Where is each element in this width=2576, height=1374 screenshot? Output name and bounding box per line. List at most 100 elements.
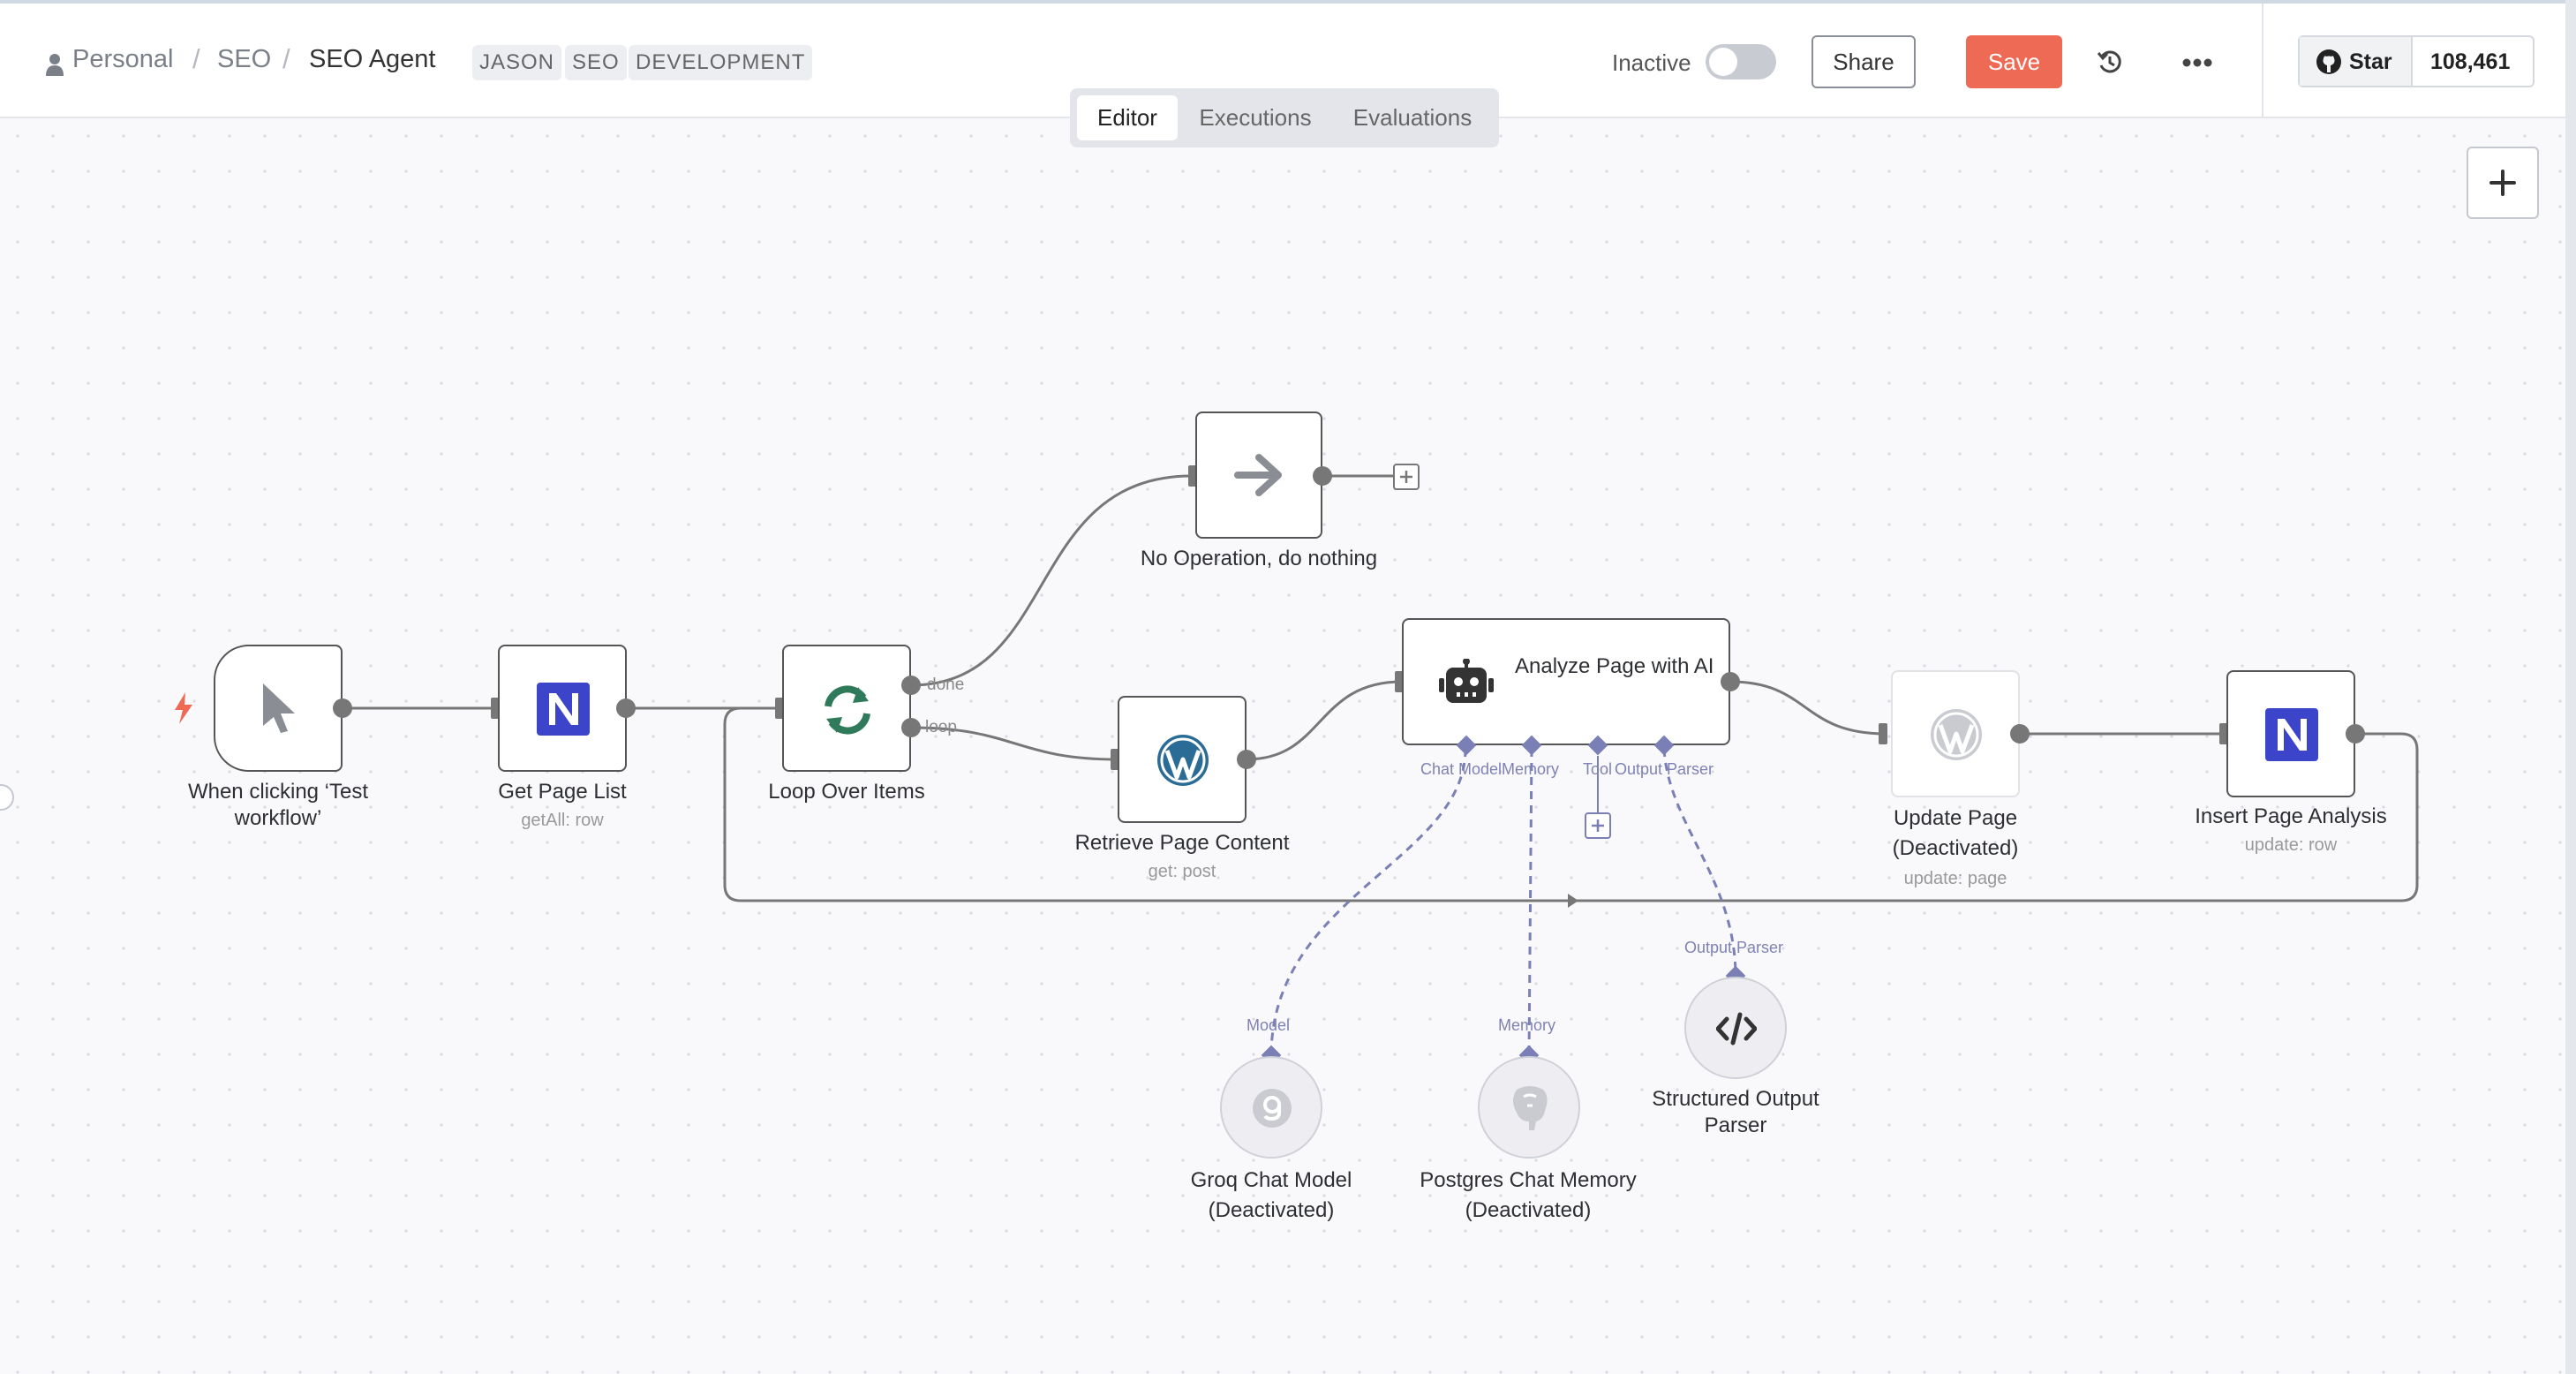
node-loop-over-items[interactable] xyxy=(782,645,911,772)
tab-executions[interactable]: Executions xyxy=(1199,104,1312,131)
loop-done-label: done xyxy=(927,676,965,694)
more-options-icon[interactable] xyxy=(2182,58,2212,67)
postgres-port-label: Memory xyxy=(1498,1016,1556,1034)
noop-input-port[interactable] xyxy=(1188,465,1197,487)
node-groq-chat-model[interactable] xyxy=(1220,1056,1322,1159)
connection-loop-retrieve xyxy=(910,726,1119,761)
update-input-port[interactable] xyxy=(1879,723,1887,744)
github-star-label: Star xyxy=(2349,49,2392,74)
node-update-label: Update Page (Deactivated) xyxy=(1892,806,2019,860)
loop-done-port[interactable] xyxy=(901,676,921,695)
node-analyze-label: Analyze Page with AI xyxy=(1515,654,1714,678)
trigger-output-port[interactable] xyxy=(333,698,352,718)
node-insert-page-analysis[interactable] xyxy=(2226,670,2355,797)
history-icon[interactable] xyxy=(2096,48,2124,76)
groq-icon xyxy=(1252,1088,1292,1129)
active-toggle[interactable] xyxy=(1706,44,1776,79)
node-get-page-list-label: Get Page List xyxy=(498,780,627,804)
github-icon xyxy=(2316,49,2342,75)
trigger-bolt-icon xyxy=(173,692,194,724)
tab-evaluations[interactable]: Evaluations xyxy=(1352,104,1473,131)
node-retrieve-label: Retrieve Page Content xyxy=(1074,831,1290,855)
node-no-operation-label: No Operation, do nothing xyxy=(1140,547,1378,570)
loop-icon xyxy=(819,682,876,738)
getlist-output-port[interactable] xyxy=(616,698,636,718)
loopback-arrow xyxy=(1568,894,1578,908)
breadcrumb-personal[interactable]: Personal xyxy=(72,45,174,73)
github-star-count: 108,461 xyxy=(2430,49,2511,74)
analyze-output-port[interactable] xyxy=(1721,672,1740,691)
breadcrumb-folder[interactable]: SEO xyxy=(217,45,272,73)
insert-input-port[interactable] xyxy=(2219,723,2228,744)
loop-loop-port[interactable] xyxy=(901,718,921,737)
node-postgres-label: Postgres Chat Memory (Deactivated) xyxy=(1420,1168,1637,1222)
tag-seo[interactable]: SEO xyxy=(565,45,627,80)
save-button-label: Save xyxy=(1987,49,2041,75)
noop-add-node-button[interactable] xyxy=(1393,464,1420,490)
share-button[interactable]: Share xyxy=(1811,35,1916,88)
notion-icon xyxy=(2265,708,2318,761)
node-retrieve-subtitle: get: post xyxy=(1148,862,1216,881)
right-scrollbar[interactable] xyxy=(2565,0,2576,1374)
loop-loop-label: loop xyxy=(925,718,957,736)
tag-development[interactable]: DEVELOPMENT xyxy=(629,45,813,80)
tab-editor[interactable]: Editor xyxy=(1077,95,1178,140)
node-analyze-page-ai[interactable]: Analyze Page with AI xyxy=(1402,618,1730,745)
node-update-subtitle: update: page xyxy=(1903,869,2007,888)
active-status-label: Inactive xyxy=(1612,49,1691,76)
wordpress-icon xyxy=(1156,733,1210,788)
node-trigger[interactable] xyxy=(214,645,343,772)
connection-loop-done-noop xyxy=(910,474,1193,687)
plus-icon xyxy=(1592,819,1604,832)
analyze-input-port[interactable] xyxy=(1395,671,1404,692)
node-parser-label: Structured Output Parser xyxy=(1652,1087,1819,1137)
node-groq-label: Groq Chat Model (Deactivated) xyxy=(1190,1168,1352,1222)
github-star-button[interactable]: Star 108,461 xyxy=(2298,35,2535,87)
pointer-icon xyxy=(260,682,297,735)
workflow-name[interactable]: SEO Agent xyxy=(309,45,436,73)
node-structured-output-parser[interactable] xyxy=(1684,977,1787,1079)
robot-icon xyxy=(1439,659,1494,706)
add-tool-button[interactable] xyxy=(1585,812,1611,839)
retrieve-output-port[interactable] xyxy=(1237,750,1256,769)
node-loop-over-items-label: Loop Over Items xyxy=(768,780,925,804)
arrow-right-icon xyxy=(1234,452,1284,498)
node-get-page-list-subtitle: getAll: row xyxy=(521,811,604,830)
plus-icon xyxy=(2489,170,2516,196)
update-output-port[interactable] xyxy=(2010,724,2030,744)
save-button[interactable]: Save xyxy=(1966,35,2062,88)
postgres-icon xyxy=(1508,1084,1552,1132)
node-insert-subtitle: update: row xyxy=(2244,835,2338,855)
loop-input-port[interactable] xyxy=(775,698,784,719)
breadcrumb-separator: / xyxy=(192,43,200,74)
noop-output-port[interactable] xyxy=(1313,466,1332,486)
tag-jason[interactable]: JASON xyxy=(472,45,562,80)
memory-port-label: Memory xyxy=(1502,760,1560,778)
view-tabs: Editor Executions Evaluations xyxy=(1070,88,1499,147)
header-divider xyxy=(2262,4,2263,118)
wordpress-icon xyxy=(1929,707,1984,762)
tool-port-label: Tool xyxy=(1583,760,1613,778)
node-no-operation[interactable] xyxy=(1195,411,1322,539)
groq-port-label: Model xyxy=(1247,1016,1291,1034)
connection-postgres-memory xyxy=(1527,748,1533,1057)
connection-analyze-update xyxy=(1729,680,1887,736)
breadcrumb-separator: / xyxy=(282,43,290,74)
node-postgres-chat-memory[interactable] xyxy=(1478,1056,1580,1159)
node-insert-label: Insert Page Analysis xyxy=(2195,804,2387,828)
node-retrieve-page-content[interactable] xyxy=(1118,696,1247,823)
add-node-button[interactable] xyxy=(2467,147,2539,219)
node-update-page[interactable] xyxy=(1891,670,2020,797)
insert-output-port[interactable] xyxy=(2346,724,2365,744)
connection-groq-chatmodel xyxy=(1269,748,1467,1057)
share-button-label: Share xyxy=(1833,49,1894,75)
connection-retrieve-analyze xyxy=(1246,680,1403,761)
connection-parser-output xyxy=(1662,748,1737,976)
getlist-input-port[interactable] xyxy=(491,698,500,719)
notion-icon xyxy=(537,683,590,736)
retrieve-input-port[interactable] xyxy=(1111,749,1119,770)
node-get-page-list[interactable] xyxy=(498,645,627,772)
code-icon xyxy=(1716,1012,1757,1046)
workflow-canvas[interactable]: When clicking ‘Test workflow’ Get Page L… xyxy=(0,118,2576,1374)
